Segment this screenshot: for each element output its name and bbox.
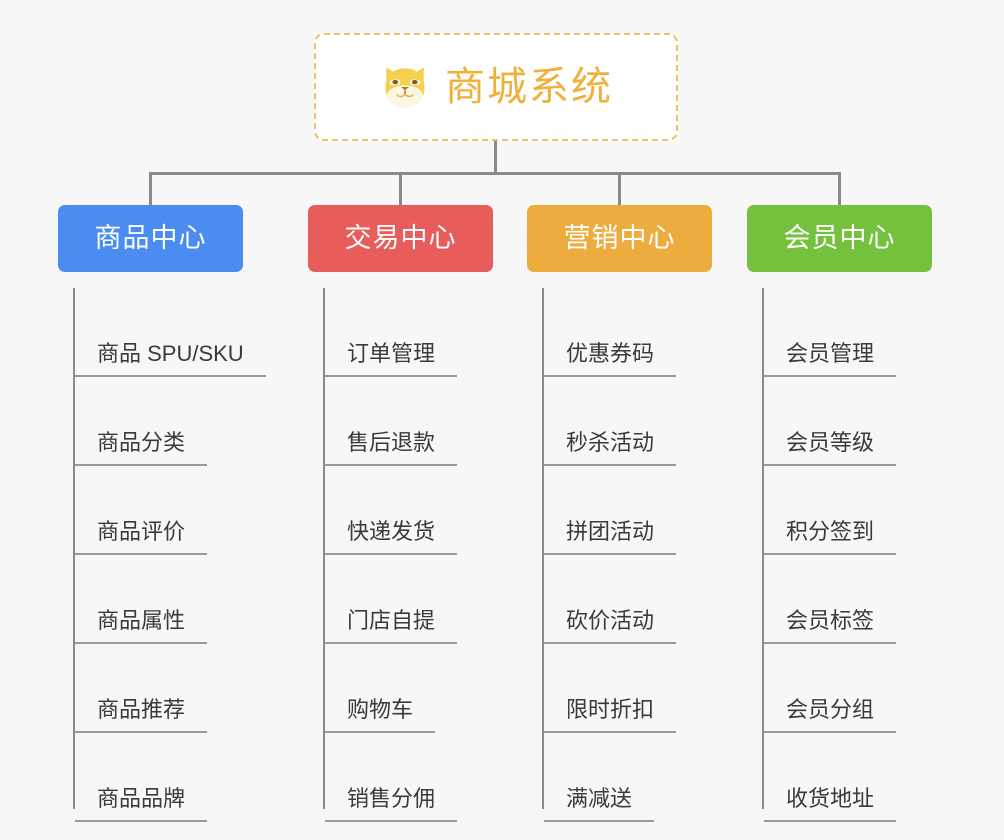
list-item[interactable]: 商品分类 (75, 377, 266, 466)
list-item[interactable]: 拼团活动 (544, 466, 712, 555)
list-item-label: 限时折扣 (544, 699, 677, 733)
list-item[interactable]: 销售分佣 (325, 733, 493, 822)
list-item-label: 商品品牌 (75, 788, 208, 822)
category-item-list: 会员管理会员等级积分签到会员标签会员分组收货地址 (747, 288, 932, 822)
branch-column: 交易中心 订单管理售后退款快递发货门店自提购物车销售分佣 (308, 205, 493, 822)
list-item[interactable]: 门店自提 (325, 555, 493, 644)
list-item[interactable]: 商品属性 (75, 555, 266, 644)
category-item-list: 优惠券码秒杀活动拼团活动砍价活动限时折扣满减送 (527, 288, 712, 822)
list-item[interactable]: 会员分组 (764, 644, 932, 733)
list-item-label: 商品 SPU/SKU (75, 343, 266, 377)
list-item-label: 商品评价 (75, 521, 208, 555)
list-item[interactable]: 满减送 (544, 733, 712, 822)
list-item[interactable]: 会员标签 (764, 555, 932, 644)
connector-drop-1 (399, 172, 402, 208)
branch-column: 营销中心 优惠券码秒杀活动拼团活动砍价活动限时折扣满减送 (527, 205, 712, 822)
category-header-1[interactable]: 交易中心 (308, 205, 493, 272)
list-item-label: 拼团活动 (544, 521, 677, 555)
list-item-label: 销售分佣 (325, 788, 458, 822)
list-item[interactable]: 商品 SPU/SKU (75, 288, 266, 377)
list-item-label: 商品推荐 (75, 699, 208, 733)
category-header-0[interactable]: 商品中心 (58, 205, 243, 272)
connector-drop-3 (838, 172, 841, 208)
category-item-list: 商品 SPU/SKU 商品分类商品评价商品属性商品推荐商品品牌 (58, 288, 266, 822)
list-item-label: 商品分类 (75, 432, 208, 466)
category-header-label: 交易中心 (344, 223, 457, 253)
list-item[interactable]: 会员管理 (764, 288, 932, 377)
list-item[interactable]: 会员等级 (764, 377, 932, 466)
list-item-label: 商品属性 (75, 610, 208, 644)
list-item[interactable]: 秒杀活动 (544, 377, 712, 466)
list-item-label: 优惠券码 (544, 343, 677, 377)
list-item[interactable]: 商品评价 (75, 466, 266, 555)
category-header-2[interactable]: 营销中心 (527, 205, 712, 272)
list-item-label: 收货地址 (764, 788, 897, 822)
list-item[interactable]: 快递发货 (325, 466, 493, 555)
list-item[interactable]: 收货地址 (764, 733, 932, 822)
root-node[interactable]: 商城系统 (314, 33, 678, 141)
category-header-label: 商品中心 (94, 223, 207, 253)
list-item[interactable]: 订单管理 (325, 288, 493, 377)
list-item-label: 积分签到 (764, 521, 897, 555)
list-item-label: 购物车 (325, 699, 436, 733)
list-item-label: 会员管理 (764, 343, 897, 377)
list-item[interactable]: 售后退款 (325, 377, 493, 466)
list-item-label: 会员等级 (764, 432, 897, 466)
branch-column: 会员中心 会员管理会员等级积分签到会员标签会员分组收货地址 (747, 205, 932, 822)
category-header-label: 营销中心 (563, 223, 676, 253)
list-item[interactable]: 优惠券码 (544, 288, 712, 377)
list-item-label: 满减送 (544, 788, 655, 822)
list-item[interactable]: 购物车 (325, 644, 493, 733)
list-item-label: 秒杀活动 (544, 432, 677, 466)
connector-drop-2 (618, 172, 621, 208)
shiba-dog-face-icon (385, 67, 425, 108)
list-item[interactable]: 商品推荐 (75, 644, 266, 733)
list-item-label: 会员分组 (764, 699, 897, 733)
category-header-3[interactable]: 会员中心 (747, 205, 932, 272)
list-item-label: 门店自提 (325, 610, 458, 644)
list-item-label: 会员标签 (764, 610, 897, 644)
root-title: 商城系统 (445, 65, 613, 109)
branch-column: 商品中心 商品 SPU/SKU 商品分类商品评价商品属性商品推荐商品品牌 (58, 205, 266, 822)
list-item[interactable]: 限时折扣 (544, 644, 712, 733)
category-item-list: 订单管理售后退款快递发货门店自提购物车销售分佣 (308, 288, 493, 822)
category-header-label: 会员中心 (783, 223, 896, 253)
list-item-label: 订单管理 (325, 343, 458, 377)
list-item[interactable]: 商品品牌 (75, 733, 266, 822)
list-item-label: 售后退款 (325, 432, 458, 466)
connector-root-stem (494, 141, 497, 174)
list-item[interactable]: 砍价活动 (544, 555, 712, 644)
list-item-label: 快递发货 (325, 521, 458, 555)
connector-drop-0 (149, 172, 152, 208)
list-item[interactable]: 积分签到 (764, 466, 932, 555)
list-item-label: 砍价活动 (544, 610, 677, 644)
connector-trunk (149, 172, 841, 175)
